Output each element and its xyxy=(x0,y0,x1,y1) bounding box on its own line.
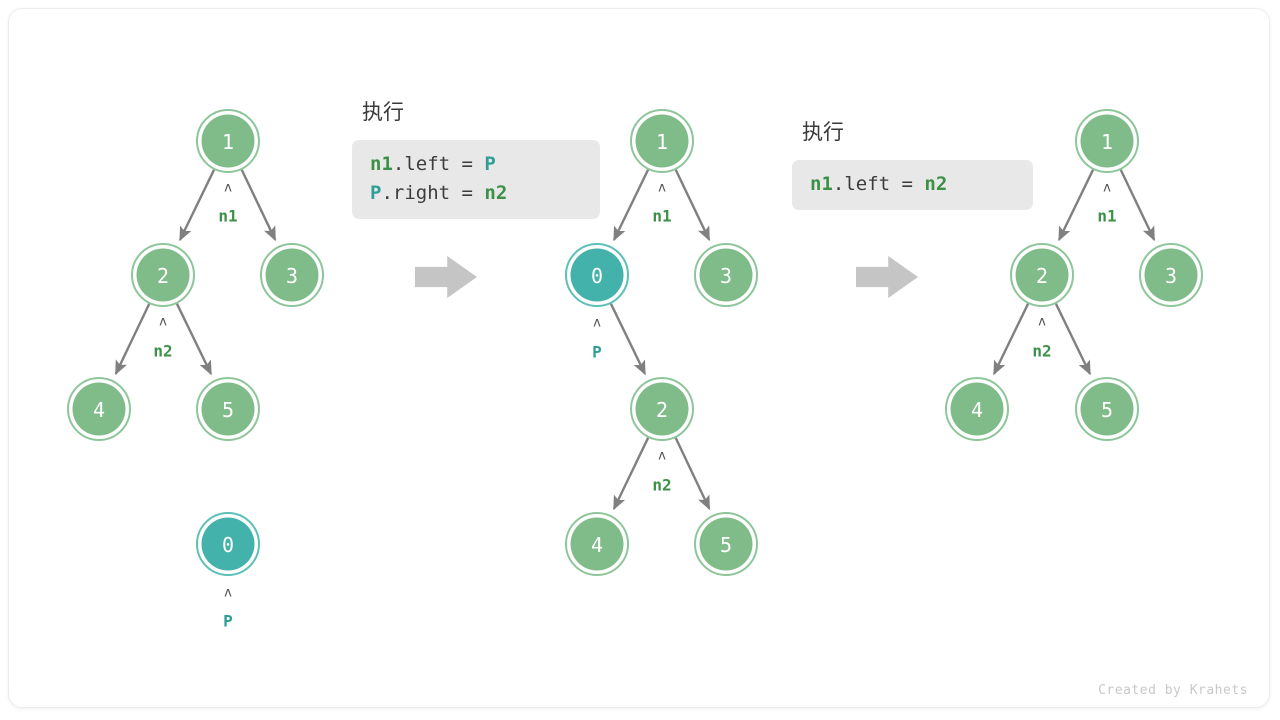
step-1-title: 执行 xyxy=(362,100,404,124)
code-token: .left = xyxy=(392,153,485,175)
code-token: n1 xyxy=(370,153,393,175)
code-token: .right = xyxy=(381,182,485,204)
watermark-credit: Created by Krahets xyxy=(1098,683,1248,698)
code-token: n1 xyxy=(810,173,833,195)
code-token: .left = xyxy=(832,173,925,195)
code-token: P xyxy=(370,182,382,204)
code-line: n1.left = P xyxy=(370,150,582,179)
diagram-frame xyxy=(8,8,1270,708)
code-token: n2 xyxy=(484,182,508,204)
code-token: n2 xyxy=(924,173,948,195)
code-line: P.right = n2 xyxy=(370,179,582,208)
code-token: P xyxy=(484,153,496,175)
step-2-code-block: n1.left = n2 xyxy=(792,160,1033,210)
code-line: n1.left = n2 xyxy=(810,170,1015,199)
step-2-title: 执行 xyxy=(802,120,844,144)
